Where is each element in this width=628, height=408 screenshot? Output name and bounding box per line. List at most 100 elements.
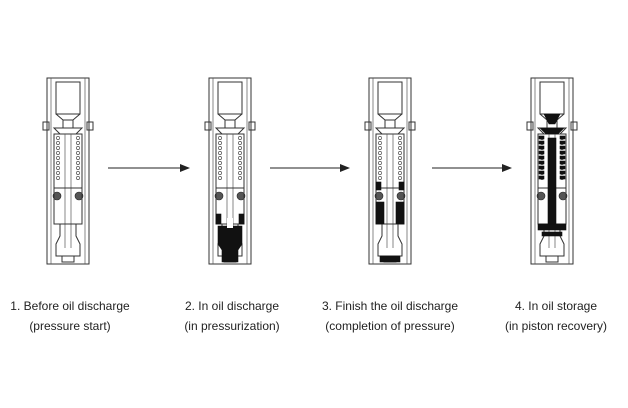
ball xyxy=(214,191,224,201)
spring-coil xyxy=(76,171,80,175)
spring-coil xyxy=(56,136,60,140)
cylinder xyxy=(215,133,245,225)
pump-body xyxy=(208,77,252,265)
spring-coil xyxy=(218,171,222,175)
pump-body xyxy=(46,77,90,265)
spring-coil xyxy=(238,146,242,150)
spring-coil xyxy=(238,141,242,145)
spring-coil xyxy=(398,136,402,140)
spring-coil xyxy=(378,141,382,145)
pump-stage-4 xyxy=(526,77,578,265)
ball xyxy=(374,191,384,201)
spring-coil xyxy=(76,161,80,165)
ball xyxy=(396,191,406,201)
stage-4-title: 4. In oil storage xyxy=(514,299,598,313)
head-chamber xyxy=(377,81,403,115)
ball xyxy=(536,191,546,201)
stage-1-label: 1. Before oil discharge (pressure start) xyxy=(0,296,155,336)
head-chamber xyxy=(217,81,243,115)
ball xyxy=(74,191,84,201)
spring-coil xyxy=(218,161,222,165)
spring-coil xyxy=(56,171,60,175)
spring-coil xyxy=(76,156,80,160)
ball xyxy=(236,191,246,201)
spring-coil xyxy=(76,146,80,150)
stage-4-subtitle: (in piston recovery) xyxy=(504,319,608,333)
spring-coil xyxy=(238,161,242,165)
oil-fill xyxy=(543,113,561,125)
spring-coil xyxy=(398,156,402,160)
pump-stage-3 xyxy=(364,77,416,265)
spring-coil xyxy=(218,146,222,150)
spring-coil xyxy=(378,136,382,140)
spring-coil xyxy=(76,151,80,155)
stage-3-subtitle: (completion of pressure) xyxy=(325,319,455,333)
spring-coil xyxy=(398,166,402,170)
spring-coil xyxy=(56,151,60,155)
oil-fill xyxy=(375,201,385,225)
spring-coil xyxy=(76,136,80,140)
spring-coil xyxy=(56,146,60,150)
spring-coil xyxy=(76,166,80,170)
head-chamber xyxy=(539,81,565,115)
stage-3-title: 3. Finish the oil discharge xyxy=(321,299,459,313)
stage-1-title: 1. Before oil discharge xyxy=(10,299,130,313)
spring-coil xyxy=(378,161,382,165)
spring-coil xyxy=(378,151,382,155)
oil-fill xyxy=(217,225,243,263)
spring-coil xyxy=(218,156,222,160)
ball xyxy=(52,191,62,201)
arrow-head xyxy=(340,164,350,172)
valve-seat xyxy=(52,127,84,135)
spring-coil xyxy=(238,156,242,160)
arrow-head xyxy=(180,164,190,172)
stage-arrow-1 xyxy=(108,164,190,172)
spring-coil xyxy=(398,141,402,145)
spring-coil xyxy=(76,141,80,145)
stage-arrow-3 xyxy=(432,164,512,172)
spring-coil xyxy=(56,176,60,180)
spring-coil xyxy=(378,171,382,175)
spring-coil xyxy=(398,176,402,180)
spring-coil xyxy=(378,156,382,160)
spring-coil xyxy=(56,161,60,165)
spring-coil xyxy=(398,151,402,155)
spring-coil xyxy=(76,176,80,180)
stage-2-subtitle: (in pressurization) xyxy=(184,319,280,333)
stage-arrow-2 xyxy=(270,164,350,172)
pump-stage-2 xyxy=(204,77,256,265)
spring-coil xyxy=(378,176,382,180)
spring-coil xyxy=(238,151,242,155)
ball xyxy=(558,191,568,201)
spring-coil xyxy=(218,151,222,155)
spring-coil xyxy=(218,166,222,170)
spring-coil xyxy=(398,146,402,150)
cylinder xyxy=(53,133,83,225)
spring-coil xyxy=(378,146,382,150)
stage-3-label: 3. Finish the oil discharge (completion … xyxy=(305,296,475,336)
valve-seat xyxy=(214,127,246,135)
spring-coil xyxy=(56,141,60,145)
spring-coil xyxy=(238,136,242,140)
pump-body xyxy=(530,77,574,265)
spring-coil xyxy=(218,136,222,140)
stage-2-label: 2. In oil discharge (in pressurization) xyxy=(147,296,317,336)
nozzle xyxy=(55,224,81,257)
arrow-head xyxy=(502,164,512,172)
stage-2-title: 2. In oil discharge xyxy=(184,299,280,313)
spring-coil xyxy=(238,171,242,175)
pump-body xyxy=(368,77,412,265)
stage-4-label: 4. In oil storage (in piston recovery) xyxy=(471,296,628,336)
spring-coil xyxy=(398,171,402,175)
spring-coil xyxy=(238,176,242,180)
spring-coil xyxy=(238,166,242,170)
nozzle xyxy=(377,224,403,257)
valve-seat xyxy=(374,127,406,135)
spring-coil xyxy=(218,141,222,145)
head-chamber xyxy=(55,81,81,115)
stage-1-subtitle: (pressure start) xyxy=(29,319,111,333)
spring-coil xyxy=(56,166,60,170)
spring-coil xyxy=(218,176,222,180)
spring-coil xyxy=(398,161,402,165)
